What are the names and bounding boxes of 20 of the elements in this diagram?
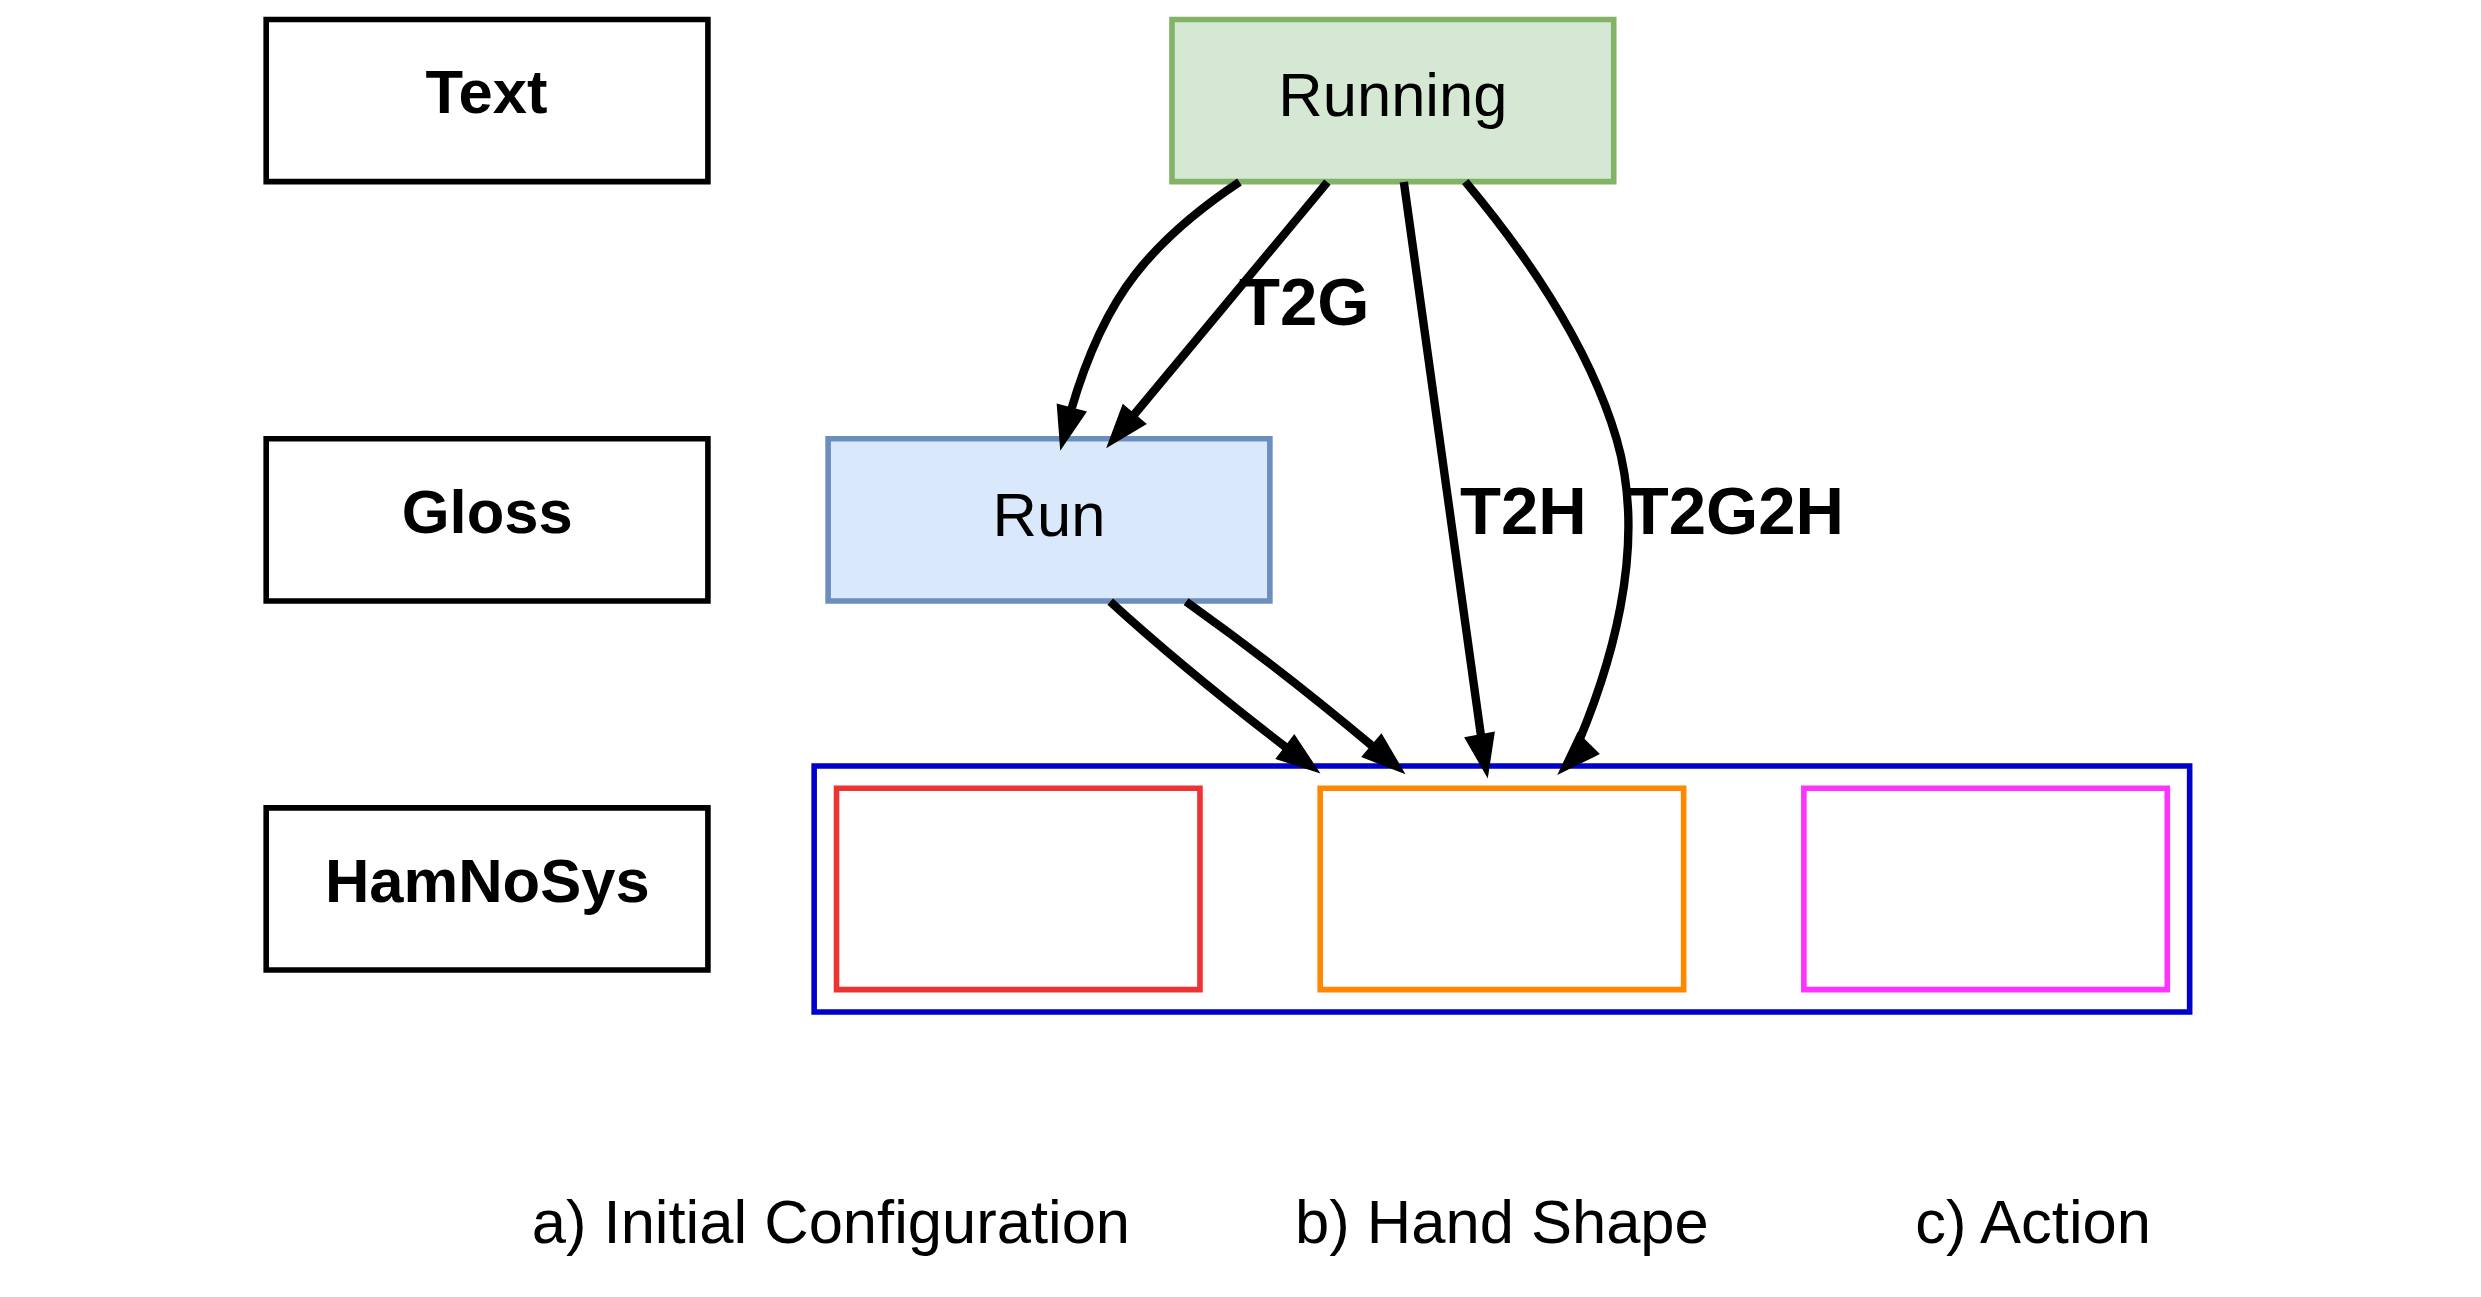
node-label: a) Initial Configuration [531, 1186, 1131, 1256]
node-box [1801, 785, 2171, 993]
edge-label: T2G [1239, 263, 1370, 339]
arrow [1106, 179, 1331, 449]
node-box: Gloss [263, 436, 711, 604]
arrow [1056, 178, 1242, 451]
node-box [833, 785, 1203, 993]
node-label: c) Action [1915, 1186, 2152, 1256]
node-label: b) Hand Shape [1295, 1186, 1709, 1256]
arrow [1462, 178, 1633, 775]
cluster [811, 763, 2193, 1015]
node-box: Text [263, 16, 711, 185]
node-box [1317, 785, 1687, 993]
arrow [1399, 181, 1495, 779]
node-box: Run [825, 436, 1273, 604]
edge-label: T2H [1459, 473, 1587, 549]
arrow [1183, 598, 1406, 775]
arrow [1107, 598, 1321, 774]
node-box: HamNoSys [263, 805, 711, 973]
node-box: Running [1169, 16, 1617, 185]
